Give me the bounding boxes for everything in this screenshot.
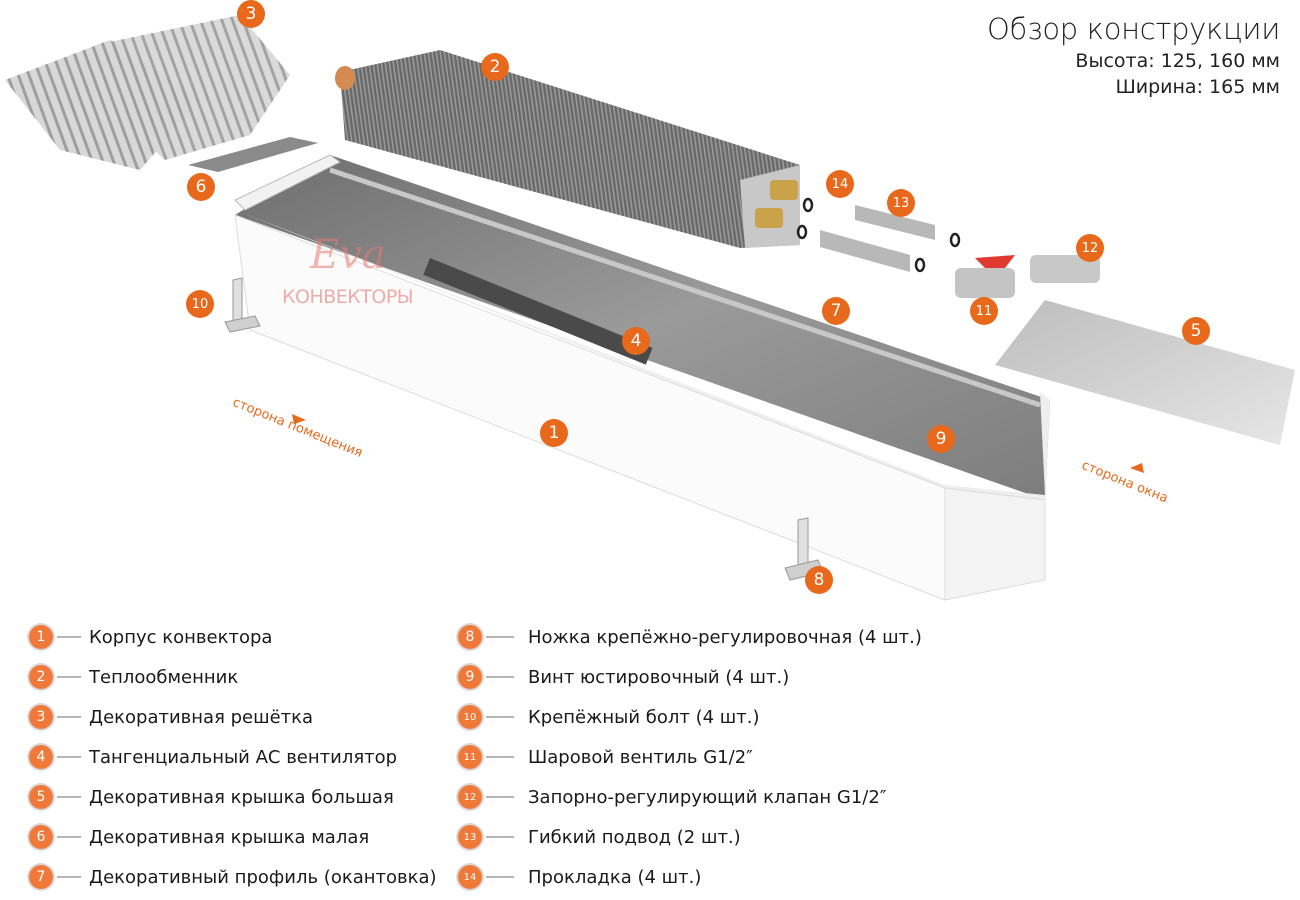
height-spec: Высота: 125, 160 мм [1075, 50, 1280, 72]
legend-item: 14 Прокладка (4 шт.) [458, 857, 922, 897]
watermark-brand: Eva [310, 232, 386, 278]
legend-badge: 4 [29, 745, 53, 769]
callout-2: 2 [481, 53, 509, 81]
legend-badge: 3 [29, 705, 53, 729]
title-block: Обзор конструкции Высота: 125, 160 мм Ши… [987, 10, 1280, 100]
callout-11: 11 [970, 297, 998, 325]
leader-line [57, 676, 81, 678]
callout-14: 14 [826, 170, 854, 198]
leader-line [486, 796, 514, 798]
callout-12: 12 [1076, 234, 1104, 262]
callout-9: 9 [927, 425, 955, 453]
leader-line [486, 876, 514, 878]
legend-badge: 5 [29, 785, 53, 809]
legend-item: 3 Декоративная решётка [29, 697, 437, 737]
leader-line [57, 716, 81, 718]
callout-3: 3 [237, 0, 265, 28]
leader-line [486, 716, 514, 718]
legend-badge: 1 [29, 625, 53, 649]
legend-badge: 9 [458, 665, 482, 689]
legend-label: Крепёжный болт (4 шт.) [528, 706, 760, 728]
leader-line [57, 876, 81, 878]
large-cover [995, 300, 1295, 445]
callout-8: 8 [805, 566, 833, 594]
leader-line [486, 756, 514, 758]
legend-label: Декоративная крышка малая [89, 826, 370, 848]
legend-label: Декоративная решётка [89, 706, 314, 728]
callout-1: 1 [540, 419, 568, 447]
callout-5: 5 [1182, 317, 1210, 345]
legend-item: 12 Запорно-регулирующий клапан G1/2″ [458, 777, 922, 817]
legend-item: 6 Декоративная крышка малая [29, 817, 437, 857]
legend-badge: 11 [458, 745, 482, 769]
convector-body [234, 154, 1050, 601]
leader-line [486, 836, 514, 838]
legend-item: 13 Гибкий подвод (2 шт.) [458, 817, 922, 857]
legend-item: 9 Винт юстировочный (4 шт.) [458, 657, 922, 697]
callout-6: 6 [187, 173, 215, 201]
legend-badge: 2 [29, 665, 53, 689]
leader-line [57, 836, 81, 838]
callout-4: 4 [622, 327, 650, 355]
legend-label: Теплообменник [89, 666, 239, 688]
mounting-feet [224, 277, 824, 581]
page-title: Обзор конструкции [986, 12, 1280, 46]
small-cover [188, 137, 318, 172]
leader-line [486, 636, 514, 638]
decorative-grille [5, 15, 290, 170]
heat-exchanger [335, 50, 800, 248]
legend-label: Тангенциальный АС вентилятор [89, 746, 398, 768]
watermark-subtitle: КОНВЕКТОРЫ [282, 286, 414, 308]
legend-label: Декоративная крышка большая [89, 786, 394, 808]
legend-badge: 12 [458, 785, 482, 809]
legend-label: Корпус конвектора [89, 626, 273, 648]
room-side-arrow-icon [292, 414, 306, 424]
legend-item: 2 Теплообменник [29, 657, 437, 697]
legend-item: 11 Шаровой вентиль G1/2″ [458, 737, 922, 777]
legend-label: Винт юстировочный (4 шт.) [528, 666, 790, 688]
width-spec: Ширина: 165 мм [1115, 76, 1280, 98]
legend-item: 10 Крепёжный болт (4 шт.) [458, 697, 922, 737]
legend-right: 8 Ножка крепёжно-регулировочная (4 шт.) … [458, 617, 922, 897]
leader-line [486, 676, 514, 678]
fittings [796, 197, 1100, 298]
legend-badge: 7 [29, 865, 53, 889]
legend-left: 1 Корпус конвектора 2 Теплообменник 3 Де… [29, 617, 437, 897]
legend-label: Запорно-регулирующий клапан G1/2″ [528, 786, 887, 808]
legend-badge: 8 [458, 625, 482, 649]
legend-label: Шаровой вентиль G1/2″ [528, 746, 753, 768]
legend-item: 1 Корпус конвектора [29, 617, 437, 657]
legend-item: 7 Декоративный профиль (окантовка) [29, 857, 437, 897]
legend-badge: 6 [29, 825, 53, 849]
legend-item: 4 Тангенциальный АС вентилятор [29, 737, 437, 777]
leader-line [57, 756, 81, 758]
callout-13: 13 [887, 189, 915, 217]
legend-label: Ножка крепёжно-регулировочная (4 шт.) [528, 626, 922, 648]
legend-badge: 13 [458, 825, 482, 849]
legend-item: 5 Декоративная крышка большая [29, 777, 437, 817]
legend-label: Декоративный профиль (окантовка) [89, 866, 437, 888]
legend-item: 8 Ножка крепёжно-регулировочная (4 шт.) [458, 617, 922, 657]
leader-line [57, 636, 81, 638]
leader-line [57, 796, 81, 798]
legend-label: Гибкий подвод (2 шт.) [528, 826, 741, 848]
window-side-arrow-icon [1130, 463, 1144, 473]
legend-badge: 14 [458, 865, 482, 889]
exploded-view-illustration [5, 15, 1295, 601]
callout-10: 10 [186, 290, 214, 318]
legend-label: Прокладка (4 шт.) [528, 866, 702, 888]
legend-badge: 10 [458, 705, 482, 729]
callout-7: 7 [822, 297, 850, 325]
